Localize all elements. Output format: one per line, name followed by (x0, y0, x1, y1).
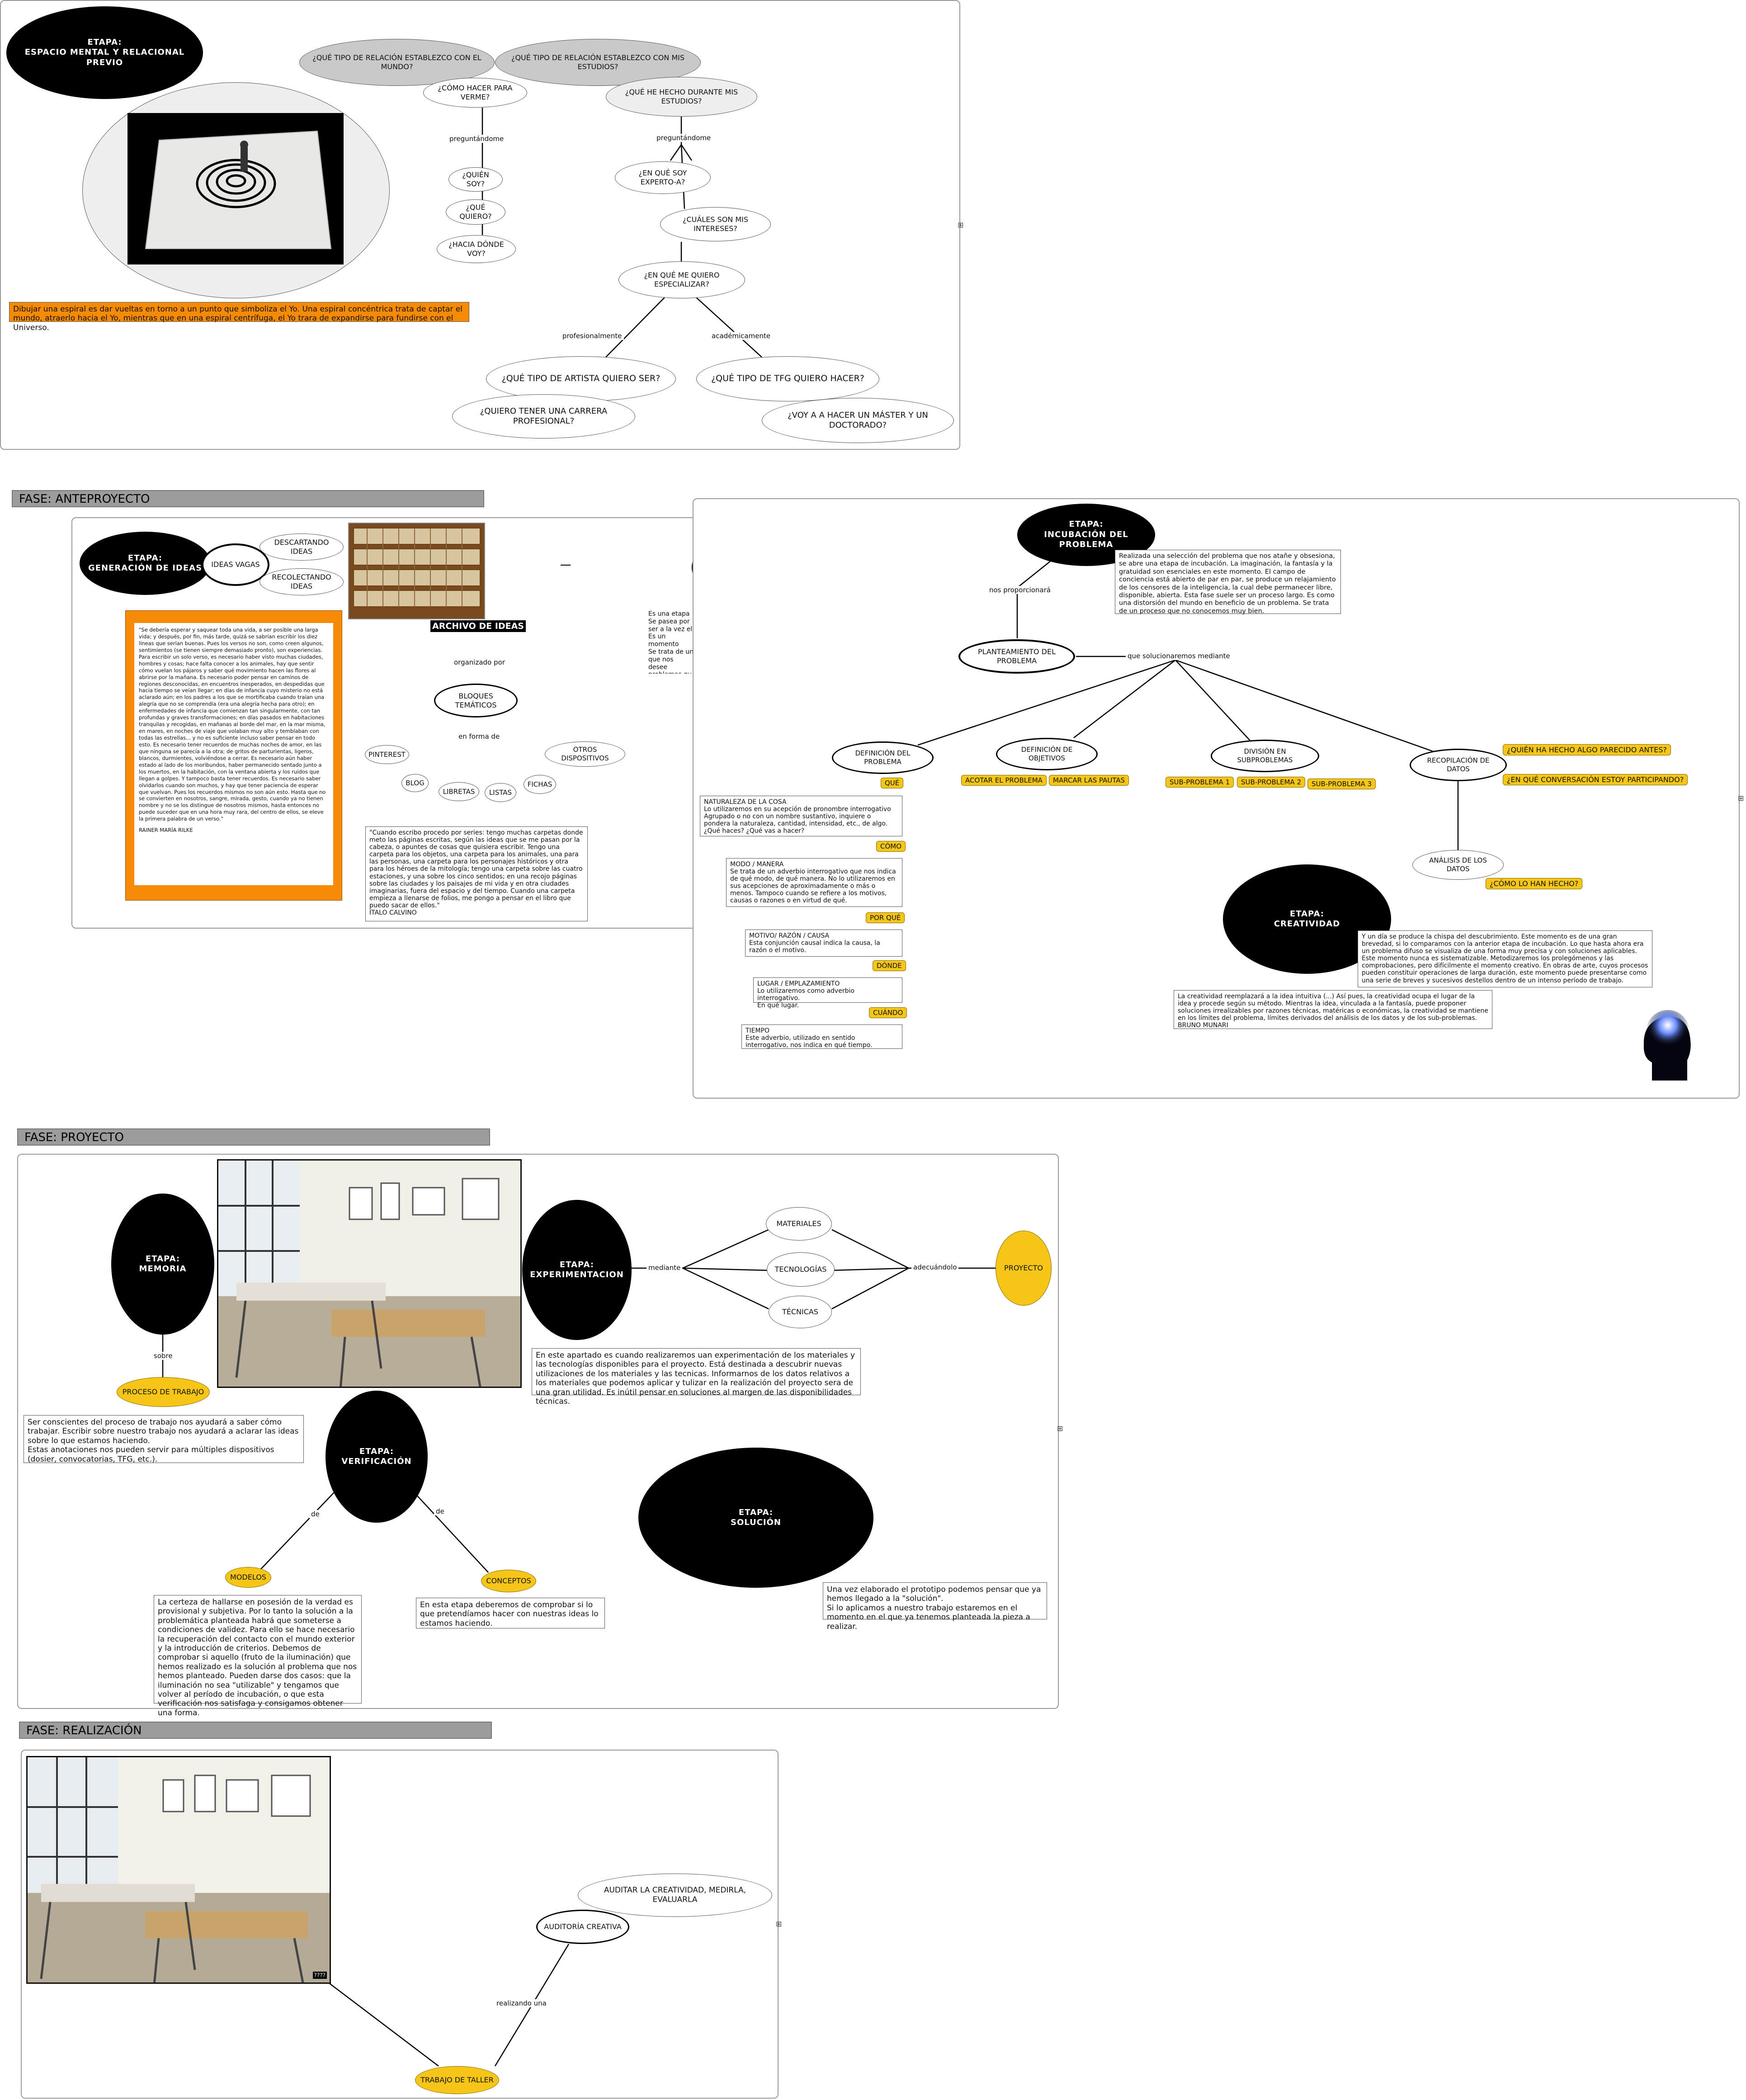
studio-scene-2 (28, 1757, 331, 1984)
label-realizando: realizando una (495, 1999, 548, 2007)
node-auditar[interactable]: AUDITAR LA CREATIVIDAD, MEDIRLA, EVALUAR… (578, 1873, 772, 1917)
photo-tag: ???? (313, 1972, 327, 1979)
node-taller[interactable]: TRABAJO DE TALLER (415, 2066, 499, 2094)
collapse-icon[interactable]: ⊞ (776, 1920, 782, 1928)
studio-photo-2: ???? (26, 1756, 331, 1984)
node-auditoria[interactable]: AUDITORÍA CREATIVA (536, 1910, 629, 1944)
